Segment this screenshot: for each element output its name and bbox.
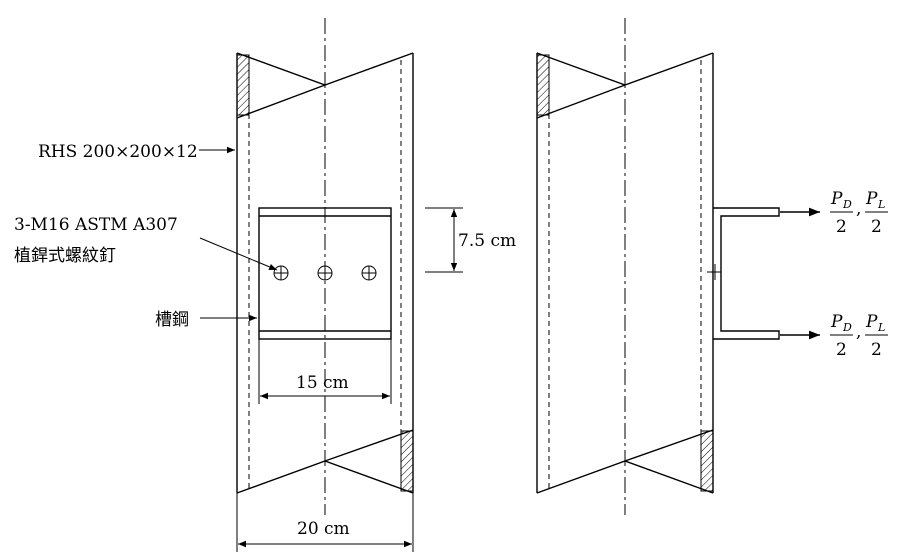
- left-column-view: RHS 200×200×12 3-M16 ASTM A307 植銲式螺紋釘 槽鋼…: [14, 18, 516, 552]
- svg-text:2: 2: [836, 217, 847, 237]
- svg-text:P: P: [865, 312, 878, 332]
- right-column-view: P D 2 , P L 2 P D 2 , P L 2: [536, 18, 888, 515]
- svg-text:2: 2: [836, 340, 847, 360]
- bolts-leader: [199, 237, 278, 271]
- svg-text:P: P: [830, 189, 843, 209]
- load-label-bottom: P D 2 , P L 2: [830, 312, 888, 360]
- section-label: RHS 200×200×12: [38, 142, 198, 162]
- bolts-label-line2: 植銲式螺紋釘: [14, 246, 116, 266]
- channel-label: 槽鋼: [155, 310, 189, 330]
- svg-text:2: 2: [871, 217, 882, 237]
- svg-text:,: ,: [856, 199, 861, 219]
- svg-text:L: L: [877, 321, 885, 334]
- bolt: [361, 265, 377, 281]
- load-label-top: P D 2 , P L 2: [830, 189, 888, 237]
- svg-text:2: 2: [871, 340, 882, 360]
- bolt: [273, 265, 289, 281]
- top-weld-hatch: [236, 54, 250, 116]
- channel-steel: [258, 207, 392, 340]
- bottom-break-line-upper: [624, 429, 714, 462]
- bottom-break-line-upper: [324, 429, 414, 462]
- bottom-weld-hatch: [700, 430, 714, 492]
- dim-vertical-label: 7.5 cm: [458, 231, 516, 251]
- svg-text:P: P: [830, 312, 843, 332]
- top-break-line-lower: [536, 84, 626, 119]
- bottom-weld-hatch: [400, 430, 414, 492]
- svg-text:L: L: [877, 198, 885, 211]
- top-weld-hatch: [536, 54, 550, 116]
- bolt: [317, 265, 333, 281]
- channel-profile: [713, 207, 780, 340]
- bolts-label-line1: 3-M16 ASTM A307: [14, 215, 178, 235]
- dim-channel-label: 15 cm: [296, 373, 349, 393]
- svg-text:D: D: [842, 321, 852, 334]
- svg-text:D: D: [842, 198, 852, 211]
- top-break-line-lower: [236, 84, 326, 119]
- svg-text:,: ,: [856, 322, 861, 342]
- dim-column-label: 20 cm: [297, 519, 350, 539]
- svg-text:P: P: [865, 189, 878, 209]
